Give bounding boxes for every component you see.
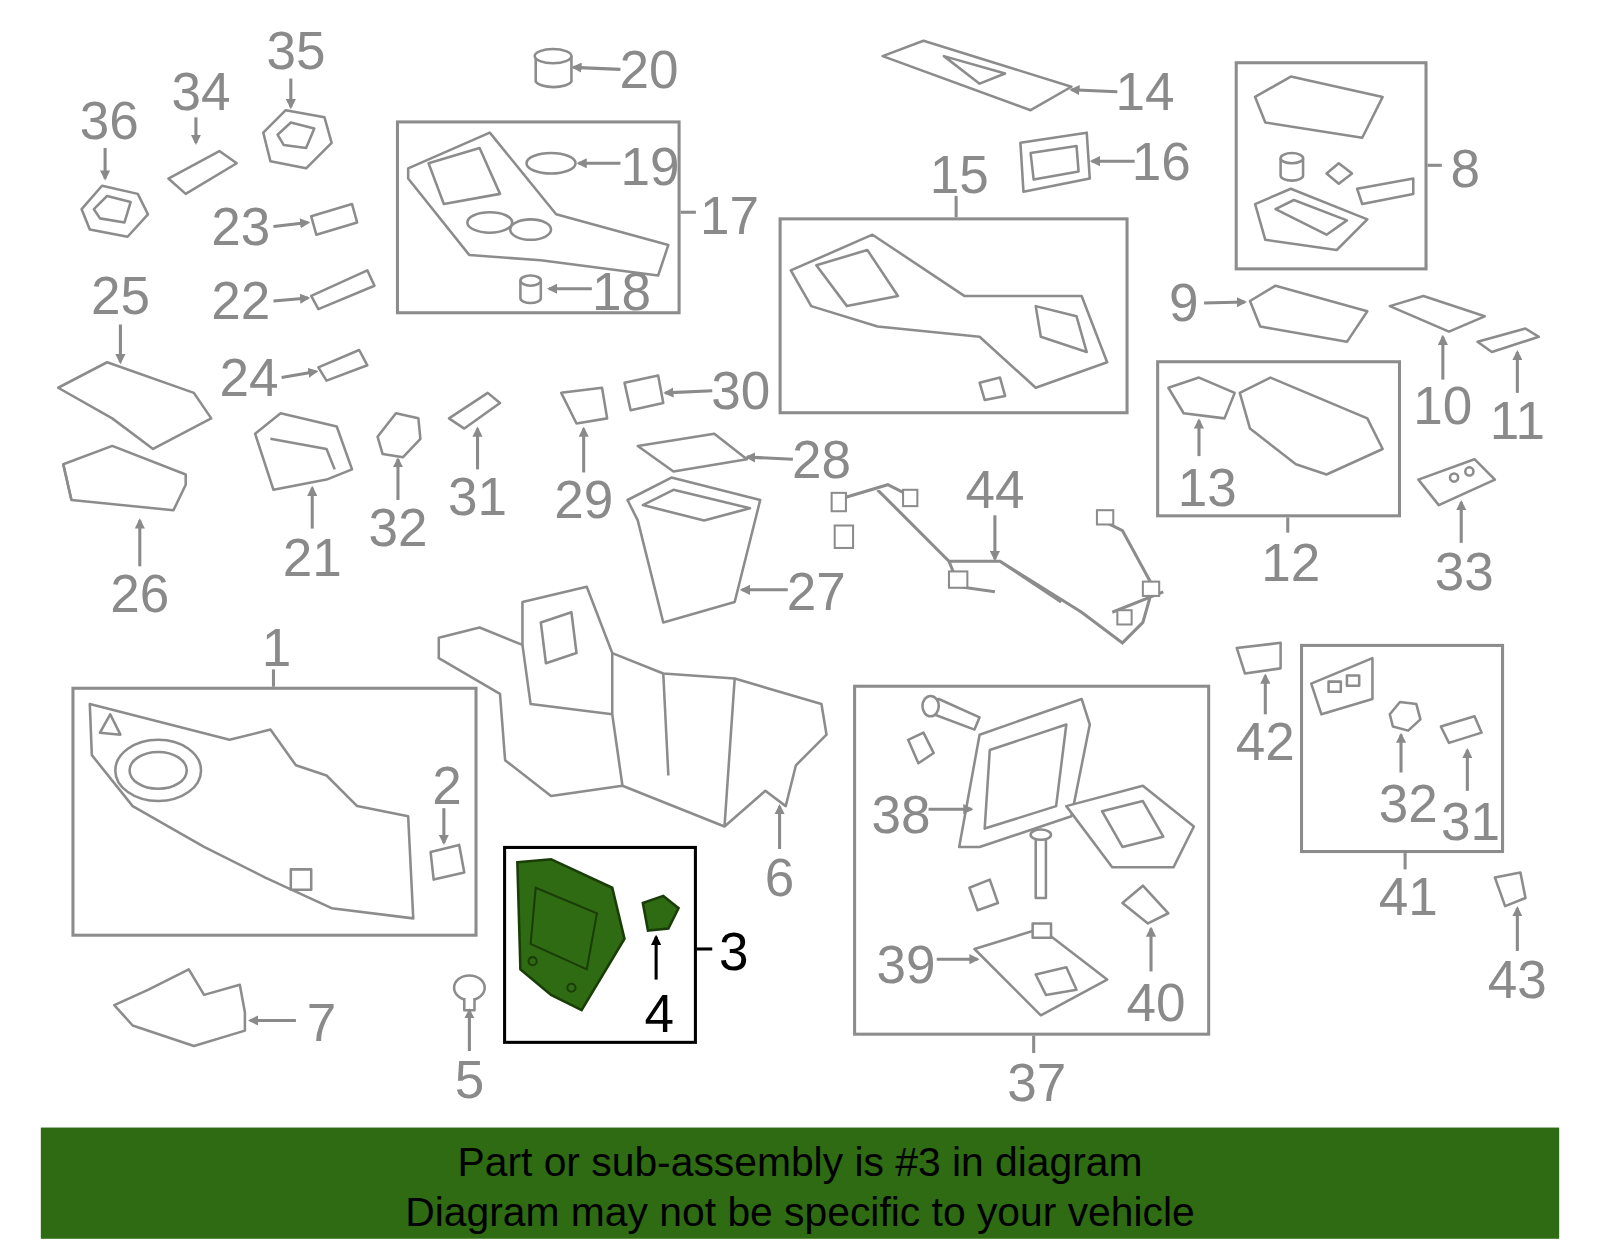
callout-number: 27	[787, 565, 846, 618]
group-box: 1213	[1156, 360, 1401, 517]
callout-number: 31	[1441, 795, 1500, 848]
group-box: 8	[1235, 61, 1428, 270]
footer-note: Diagram may not be specific to your vehi…	[405, 1191, 1194, 1232]
callout-number: 20	[619, 43, 678, 96]
callout-number: 24	[219, 351, 278, 404]
callout-number: 16	[1132, 135, 1191, 188]
callout-number: 5	[455, 1053, 485, 1106]
footer-note: Part or sub-assembly is #3 in diagram	[457, 1141, 1142, 1182]
callout-number: 37	[1007, 1056, 1066, 1109]
callout-number: 10	[1413, 380, 1472, 433]
group-box: 413231	[1300, 644, 1504, 853]
callout-number: 28	[792, 433, 851, 486]
callout-number: 21	[283, 531, 342, 584]
callout-number: 9	[1169, 277, 1199, 330]
group-box: 12	[71, 687, 477, 937]
callout-number: 13	[1178, 461, 1237, 514]
callout-number: 3	[719, 926, 749, 979]
callout-number: 18	[592, 265, 651, 318]
callout-number: 26	[110, 567, 169, 620]
callout-number: 32	[368, 501, 427, 554]
callout-number: 17	[700, 189, 759, 242]
callout-number: 8	[1451, 142, 1481, 195]
callout-number: 1	[262, 621, 292, 674]
callout-number: 22	[211, 274, 270, 327]
callout-number: 23	[211, 200, 270, 253]
callout-number: 38	[872, 788, 931, 841]
callout-number: 14	[1115, 65, 1174, 118]
callout-number: 40	[1127, 977, 1186, 1030]
callout-number: 42	[1236, 715, 1295, 768]
callout-number: 32	[1379, 778, 1438, 831]
group-box: 34	[503, 846, 697, 1044]
callout-number: 2	[432, 759, 462, 812]
callout-number: 7	[307, 996, 337, 1049]
callout-number: 19	[620, 140, 679, 193]
callout-number: 34	[172, 65, 231, 118]
group-box: 15	[779, 217, 1129, 414]
group-box: 37383940	[853, 685, 1210, 1036]
footer-band: Part or sub-assembly is #3 in diagramDia…	[41, 1128, 1559, 1239]
callout-number: 25	[91, 269, 150, 322]
callout-number: 6	[765, 851, 795, 904]
group-box: 171918	[396, 120, 681, 314]
callout-number: 31	[448, 470, 507, 523]
callout-number: 15	[930, 148, 989, 201]
callout-number: 33	[1435, 545, 1494, 598]
callout-number: 39	[877, 938, 936, 991]
callout-number: 4	[644, 987, 674, 1040]
callout-number: 41	[1379, 870, 1438, 923]
callout-number: 35	[266, 24, 325, 77]
callout-number: 36	[80, 94, 139, 147]
callout-number: 30	[711, 364, 770, 417]
callout-number: 43	[1488, 953, 1547, 1006]
callout-number: 44	[965, 463, 1024, 516]
callout-number: 11	[1490, 394, 1545, 447]
callout-number: 29	[554, 473, 613, 526]
callout-number: 12	[1261, 536, 1320, 589]
